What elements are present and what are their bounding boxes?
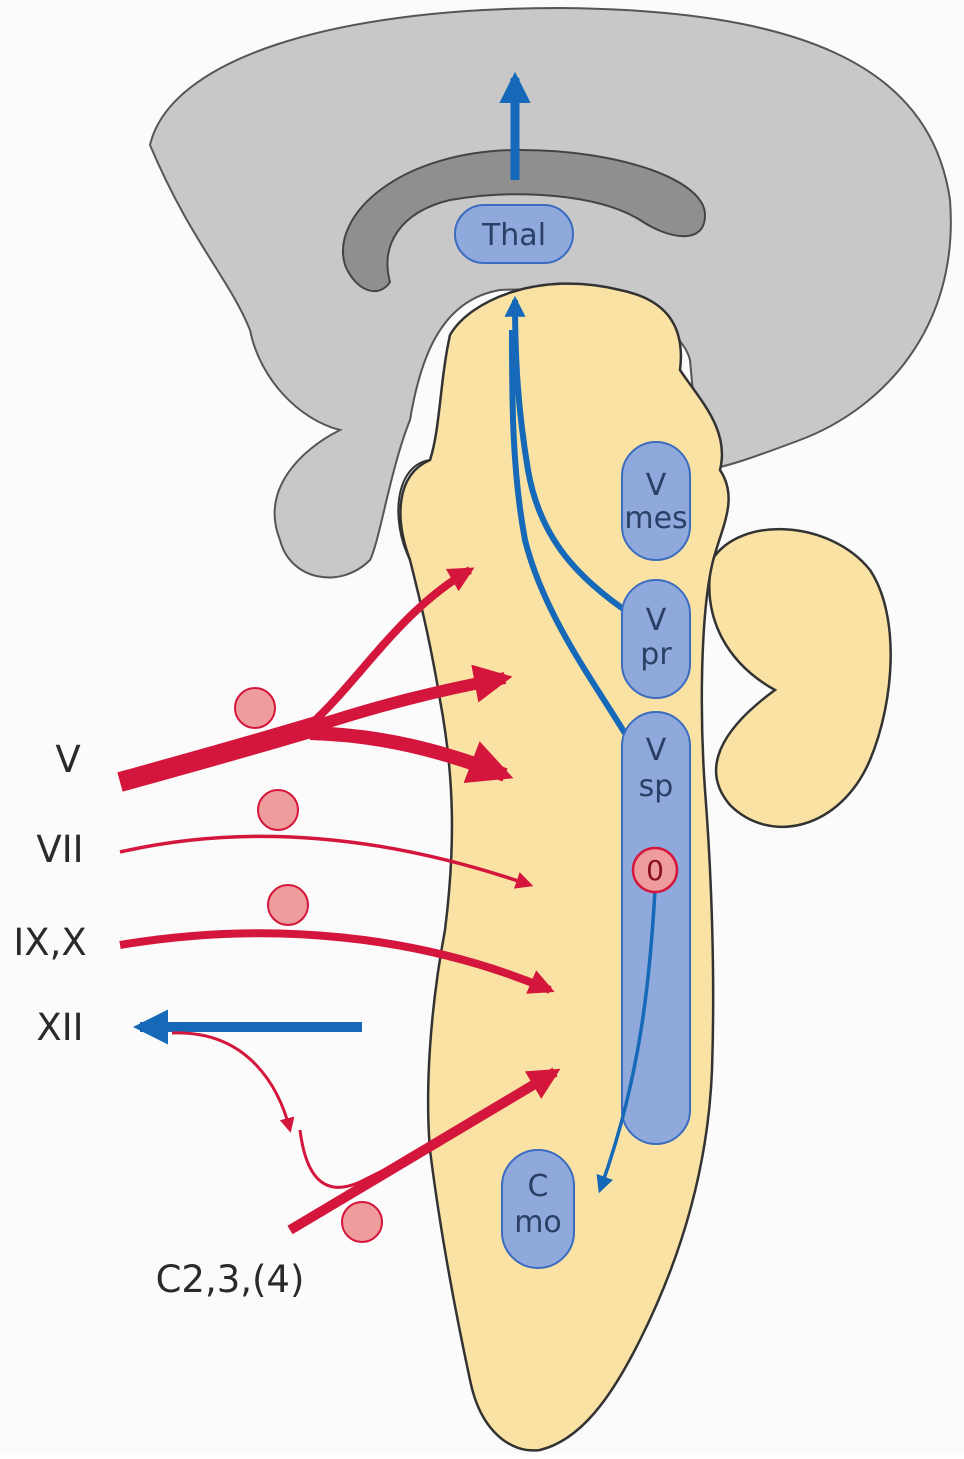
v-mes-label-1: V: [646, 468, 667, 503]
label-ix-x: IX,X: [13, 921, 86, 964]
pars-oralis-marker-label: 0: [646, 854, 664, 887]
label-c234: C2,3,(4): [156, 1258, 305, 1301]
c-mo-label-2: mo: [514, 1205, 562, 1240]
cervical-ganglion: [342, 1202, 382, 1242]
label-vii: VII: [36, 828, 83, 871]
v-pr-label-2: pr: [640, 637, 672, 672]
thal-label: Thal: [481, 218, 546, 253]
label-v: V: [55, 738, 80, 781]
label-xii: XII: [36, 1006, 83, 1049]
v-pr-label-1: V: [646, 603, 667, 638]
v-mes-label-2: mes: [624, 501, 687, 536]
v-ganglion: [235, 688, 275, 728]
v-sp-label-2: sp: [639, 769, 674, 804]
vii-ganglion: [258, 790, 298, 830]
ix-x-ganglion: [268, 885, 308, 925]
c-mo-label-1: C: [528, 1169, 549, 1204]
v-sp-label-1: V: [646, 733, 667, 768]
